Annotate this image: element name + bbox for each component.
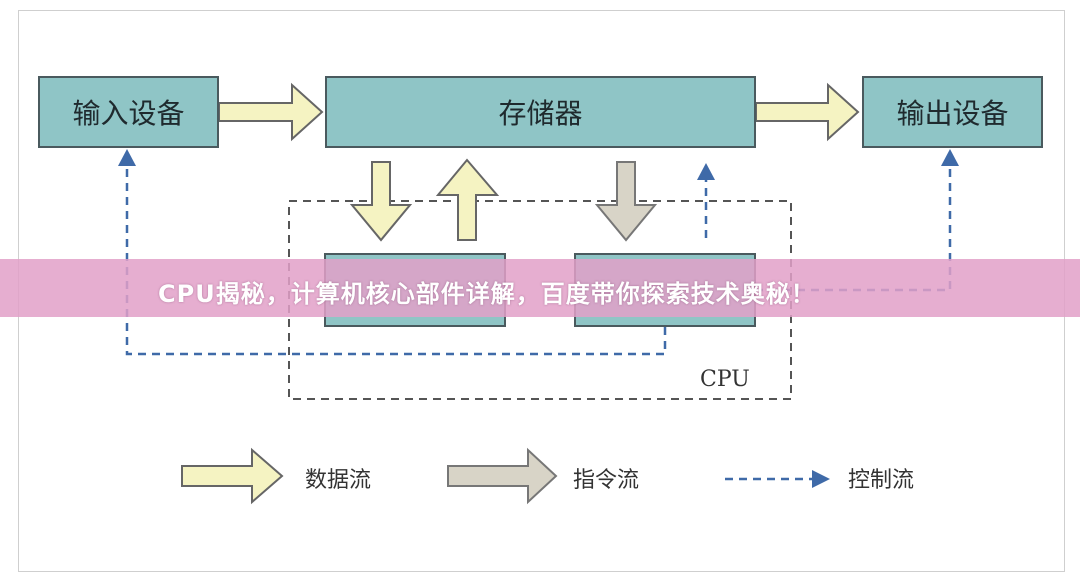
legend-data-flow-label: 数据流 <box>305 468 372 493</box>
cpu-label: CPU <box>700 367 750 392</box>
instruction-arrow-memory-to-controller <box>594 161 658 242</box>
control-arrowhead-memory <box>697 163 715 180</box>
control-line-to-output <box>755 162 952 292</box>
legend-instruction-arrow <box>447 447 558 505</box>
input-device-box: 输入设备 <box>38 76 219 148</box>
banner-title: CPU揭秘，计算机核心部件详解，百度带你探索技术奥秘！ <box>158 280 816 308</box>
legend-control-arrowhead <box>812 470 830 488</box>
legend-instruction-flow-label: 指令流 <box>573 468 640 493</box>
input-device-label: 输入设备 <box>72 97 185 130</box>
data-arrow-memory-to-output <box>755 82 860 142</box>
output-device-box: 输出设备 <box>862 76 1043 148</box>
legend-data-arrow <box>181 447 284 505</box>
memory-box: 存储器 <box>325 76 756 148</box>
data-arrow-input-to-memory <box>218 82 324 142</box>
output-device-label: 输出设备 <box>896 97 1009 130</box>
legend-control-flow-label: 控制流 <box>848 468 915 493</box>
title-banner <box>0 259 1080 317</box>
memory-label: 存储器 <box>498 97 583 130</box>
control-line-to-input <box>125 162 667 356</box>
data-arrow-memory-to-alu <box>349 161 413 242</box>
data-arrow-alu-to-memory <box>435 158 500 241</box>
control-arrowhead-output <box>941 149 959 166</box>
control-arrowhead-input <box>118 149 136 166</box>
